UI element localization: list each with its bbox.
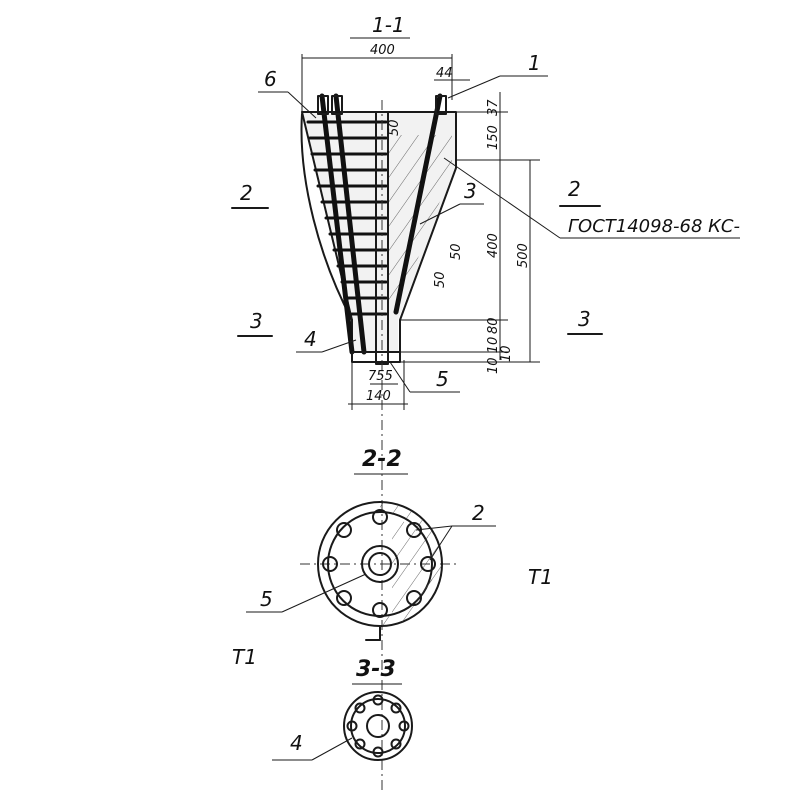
leader-6 <box>287 91 317 119</box>
rebar-top-end <box>435 95 447 115</box>
section-2-2-view: 2-2 2 5 Т1 Т1 <box>232 447 553 669</box>
outer-circle-33 <box>343 691 413 761</box>
pipe-circle-33 <box>366 714 390 738</box>
dim-500-vert: 500 <box>516 243 531 268</box>
dim-150: 150 <box>486 125 501 150</box>
ref-1: 1 <box>528 51 541 75</box>
leader-2b <box>429 525 453 561</box>
rebar-circle <box>346 720 358 732</box>
leader-3 <box>419 203 461 225</box>
rebar-circle <box>406 522 422 538</box>
dim-10-10: 10 10 <box>486 337 501 374</box>
inner-circle-33 <box>350 698 406 754</box>
rebar-outer-left <box>319 93 355 355</box>
section-mark-2-right: 2 <box>568 177 581 201</box>
ref-4-33: 4 <box>290 731 303 755</box>
rebar-circles <box>322 509 436 618</box>
rebar-circle <box>372 694 384 706</box>
leader-4-33 <box>311 737 353 761</box>
dim-400-vert: 400 <box>486 233 501 258</box>
rebar-circle <box>406 590 422 606</box>
dim-50-b: 50 <box>433 271 448 288</box>
rebar-inner-left <box>333 93 367 355</box>
leader-4 <box>321 339 357 353</box>
concrete-hatch-plan <box>380 502 442 626</box>
section-mark-3-right: 3 <box>578 307 591 331</box>
section-1-1-title: 1-1 <box>372 13 405 37</box>
ref-4: 4 <box>304 327 317 351</box>
section-2-2-title: 2-2 <box>362 447 402 472</box>
ref-5: 5 <box>436 367 449 391</box>
dim-755: 755 <box>368 369 393 384</box>
central-pipe-inner <box>368 552 392 576</box>
section-mark-3-left: 3 <box>250 309 263 333</box>
rebar-circle <box>336 590 352 606</box>
gost-note: ГОСТ14098-68 КС- <box>568 216 740 237</box>
rebar-circle <box>336 522 352 538</box>
rebar-circle <box>372 602 388 618</box>
ref-3: 3 <box>464 179 477 203</box>
rebar-circle <box>420 556 436 572</box>
rebar-top-end <box>331 95 343 115</box>
ref-2-22: 2 <box>472 501 485 525</box>
dim-140: 140 <box>366 389 391 404</box>
dim-50-a: 50 <box>449 243 464 260</box>
bottom-plate <box>351 351 401 363</box>
rebar-circles-33 <box>346 694 410 758</box>
dim-80: 80 <box>486 317 501 334</box>
ref-6: 6 <box>264 67 277 91</box>
section-1-1-view: 1-1 400 44 <box>231 13 740 790</box>
cone-left-edge <box>300 113 353 321</box>
leader-5-22 <box>281 573 367 613</box>
leader-2a <box>415 525 453 531</box>
rebar-circle <box>372 746 384 758</box>
rebar-circle <box>372 509 388 525</box>
dim-37: 37 <box>486 99 501 116</box>
dim-50-top: 50 <box>387 119 402 136</box>
gost-leader <box>443 157 561 239</box>
rebar-circle <box>398 720 410 732</box>
section-mark-2-left: 2 <box>240 181 253 205</box>
dim-44: 44 <box>436 66 453 81</box>
dim-400-width: 400 <box>370 43 395 58</box>
longitudinal-rebars <box>317 93 447 355</box>
central-pipe-outer <box>361 545 399 583</box>
rebar-circle <box>390 738 402 750</box>
cut-mark-left: Т1 <box>232 645 257 669</box>
concrete-hatch-plan-inner <box>392 514 432 614</box>
rebar-top-end <box>317 95 329 115</box>
cut-mark-right: Т1 <box>528 565 553 589</box>
rebar-circle <box>354 702 366 714</box>
leader-1 <box>447 75 501 99</box>
ref-5-22: 5 <box>260 587 273 611</box>
rebar-circle <box>322 556 338 572</box>
section-3-3-title: 3-3 <box>356 657 396 682</box>
rebar-circle <box>390 702 402 714</box>
dim-10: 10 <box>499 345 514 362</box>
section-3-3-view: 3-3 4 <box>272 657 413 761</box>
rebar-right <box>393 93 443 315</box>
rebar-circle <box>354 738 366 750</box>
cone-outline <box>301 111 457 353</box>
leader-5 <box>389 361 411 393</box>
